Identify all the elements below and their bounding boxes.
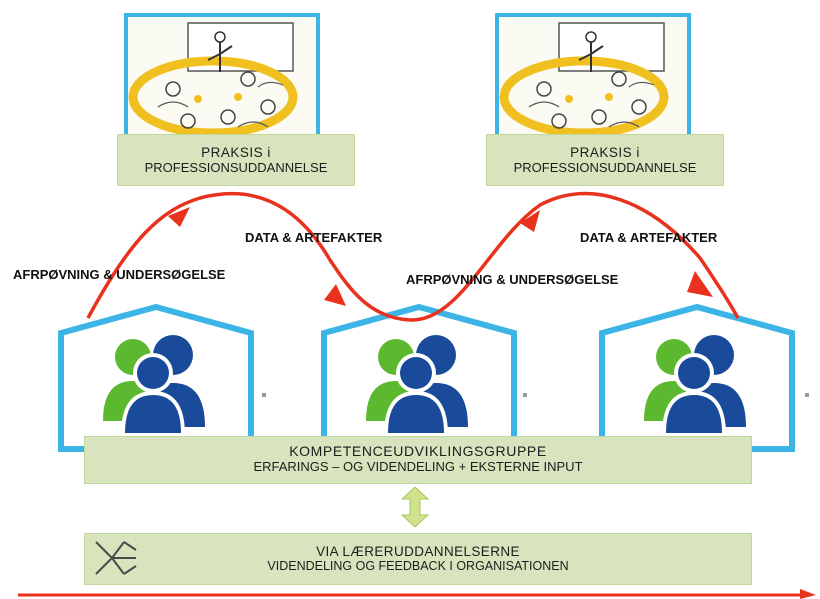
practice-box-title: PRAKSIS i <box>201 145 271 160</box>
separator-dot <box>523 393 527 397</box>
practice-box-2: PRAKSIS i PROFESSIONSUDDANNELSE <box>486 134 724 186</box>
people-group-house-1 <box>58 303 254 452</box>
practice-box-subtitle: PROFESSIONSUDDANNELSE <box>144 160 328 175</box>
separator-dot <box>805 393 809 397</box>
people-group-house-2 <box>321 303 517 452</box>
via-box: VIA LÆRERUDDANNELSERNE VIDENDELING OG FE… <box>84 533 752 585</box>
competence-group-subtitle: ERFARINGS – OG VIDENDELING + EKSTERNE IN… <box>253 459 583 474</box>
people-group-icon <box>103 335 205 435</box>
people-group-icon <box>644 335 746 435</box>
arrowhead-icon <box>168 207 190 227</box>
classroom-sketch-image-1 <box>124 13 320 147</box>
arrowhead-icon <box>520 210 540 232</box>
double-arrow-icon <box>400 486 430 528</box>
label-data-artefakter-1: DATA & ARTEFAKTER <box>245 230 383 245</box>
arrowhead-icon <box>687 271 713 297</box>
arrowhead-icon <box>324 284 346 306</box>
separator-dot <box>262 393 266 397</box>
classroom-sketch-icon <box>128 22 298 138</box>
practice-box-title: PRAKSIS i <box>570 145 640 160</box>
via-box-subtitle: VIDENDELING OG FEEDBACK I ORGANISATIONEN <box>267 559 569 573</box>
via-logo-icon <box>95 541 137 575</box>
competence-group-title: KOMPETENCEUDVIKLINGSGRUPPE <box>289 443 547 459</box>
label-afproevning-2: AFRPØVNING & UNDERSØGELSE <box>406 272 619 287</box>
practice-box-1: PRAKSIS i PROFESSIONSUDDANNELSE <box>117 134 355 186</box>
practice-box-subtitle: PROFESSIONSUDDANNELSE <box>513 160 697 175</box>
classroom-sketch-image-2 <box>495 13 691 147</box>
people-group-icon <box>366 335 468 435</box>
classroom-sketch-icon <box>499 22 669 138</box>
label-data-artefakter-2: DATA & ARTEFAKTER <box>580 230 718 245</box>
people-group-house-3 <box>599 303 795 452</box>
label-afproevning-1: AFRPØVNING & UNDERSØGELSE <box>13 267 226 282</box>
via-box-title: VIA LÆRERUDDANNELSERNE <box>316 544 520 559</box>
competence-group-box: KOMPETENCEUDVIKLINGSGRUPPE ERFARINGS – O… <box>84 436 752 484</box>
